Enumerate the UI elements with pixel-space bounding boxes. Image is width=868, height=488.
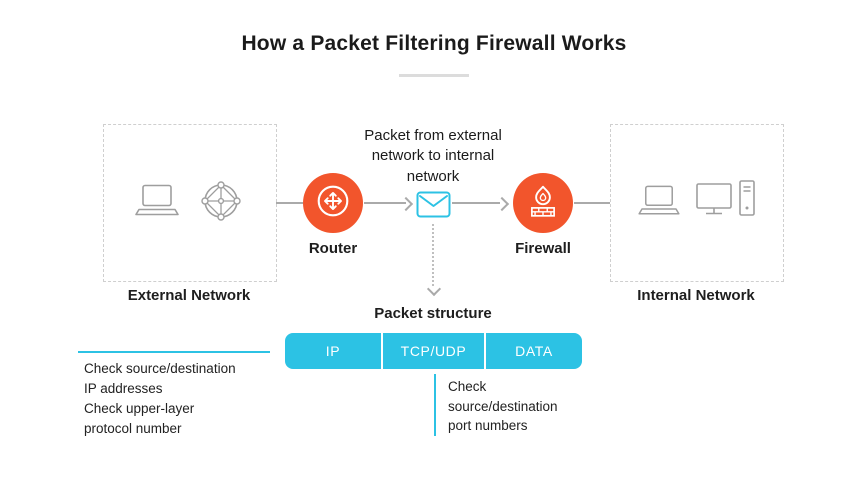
ip-check-rule: [78, 351, 270, 353]
firewall-icon: [525, 183, 561, 224]
desktop-computer-icon: [696, 179, 758, 228]
packet-structure-label: Packet structure: [374, 305, 492, 322]
title-underline: [399, 74, 469, 77]
firewall-label: Firewall: [515, 240, 571, 257]
connector-firewall-internal: [574, 202, 610, 204]
internal-network-box: [610, 124, 784, 282]
router-node: [303, 173, 363, 233]
segment-ip: IP: [325, 343, 341, 359]
segment-tcp-udp: TCP/UDP: [381, 333, 486, 369]
laptop-icon: [133, 183, 181, 224]
connector-router-packet: [364, 202, 406, 204]
protocol-check-note: Check upper-layer protocol number: [84, 401, 195, 436]
port-check-note: Check source/destination port numbers: [448, 379, 558, 434]
page-title: How a Packet Filtering Firewall Works: [241, 32, 627, 55]
internal-network-label: Internal Network: [637, 287, 755, 304]
segment-data: DATA: [515, 343, 553, 359]
external-network-box: [103, 124, 277, 282]
network-cloud-icon: [195, 176, 247, 231]
external-network-label: External Network: [127, 287, 251, 304]
port-check-rule: [434, 374, 436, 436]
arrowhead-right-icon: [494, 196, 510, 212]
ip-check-note: Check source/destination IP addresses: [84, 361, 236, 396]
packet-structure-bar: IP TCP/UDP DATA: [285, 333, 582, 369]
packet-caption: Packet from external network to internal…: [364, 127, 502, 185]
firewall-node: [513, 173, 573, 233]
connector-external-router: [276, 202, 303, 204]
router-label: Router: [308, 240, 358, 257]
arrowhead-right-icon: [398, 196, 414, 212]
connector-packet-firewall: [452, 202, 500, 204]
router-icon: [315, 183, 351, 224]
arrowhead-down-icon: [426, 281, 442, 297]
dotted-drop-line: [432, 224, 434, 286]
laptop-icon: [636, 184, 682, 223]
envelope-icon: [416, 191, 451, 223]
